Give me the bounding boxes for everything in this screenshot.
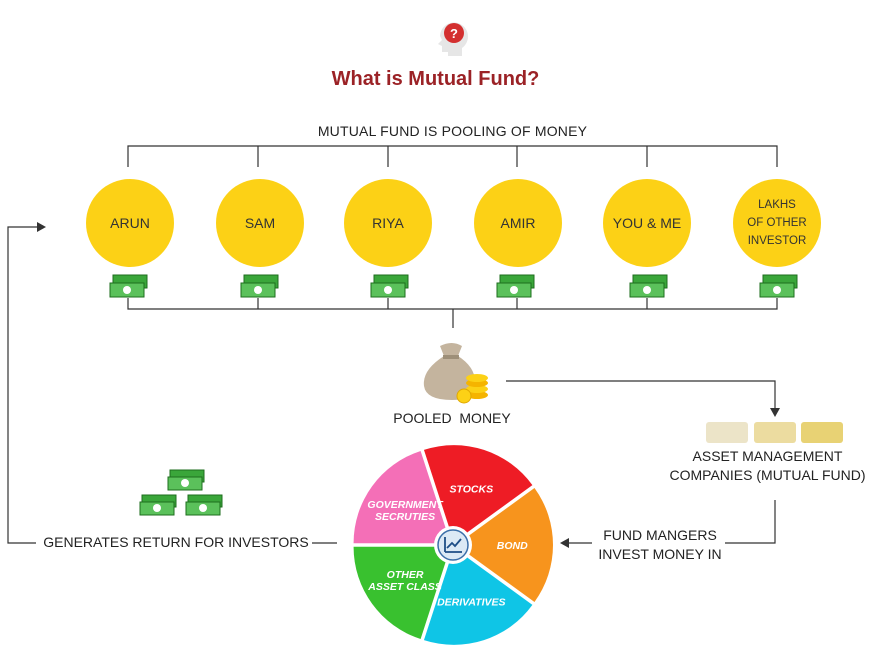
investor-coin-arun: ARUN	[86, 179, 174, 267]
pie-segment-derivatives	[423, 547, 533, 645]
investor-coin-riya: RIYA	[344, 179, 432, 267]
pie-label-derivatives: DERIVATIVES	[437, 596, 505, 608]
pie-label-bond: BOND	[497, 540, 528, 552]
pie-segment-stocks	[423, 445, 533, 543]
money-bag-icon	[423, 343, 488, 404]
cash-stack-icon	[139, 469, 223, 516]
amc-label: ASSET MANAGEMENT COMPANIES (MUTUAL FUND)	[669, 448, 866, 483]
pie-segment-other-asset-class	[353, 546, 451, 640]
cash-icons	[109, 274, 798, 298]
pie-segment-bond	[456, 487, 554, 603]
pooled-money-label: POOLED MONEY	[393, 410, 511, 426]
returns-label: GENERATES RETURN FOR INVESTORS	[43, 534, 309, 550]
svg-text:?: ?	[450, 26, 458, 41]
investor-coin-you-me: YOU & ME	[603, 179, 691, 267]
pie-segment-government-secruties	[353, 450, 451, 544]
pooling-label: MUTUAL FUND IS POOLING OF MONEY	[317, 123, 588, 139]
page-title: What is Mutual Fund?	[331, 68, 540, 90]
question-head-icon: ?	[438, 22, 468, 56]
investor-coin-others: LAKHS OF OTHER INVESTOR	[733, 179, 821, 267]
investor-coin-amir: AMIR	[474, 179, 562, 267]
chart-icon	[444, 537, 462, 553]
investor-coin-sam: SAM	[216, 179, 304, 267]
fund-managers-label: FUND MANGERS INVEST MONEY IN	[598, 527, 722, 562]
pie-label-stocks: STOCKS	[450, 484, 494, 496]
amc-blocks	[706, 422, 843, 443]
